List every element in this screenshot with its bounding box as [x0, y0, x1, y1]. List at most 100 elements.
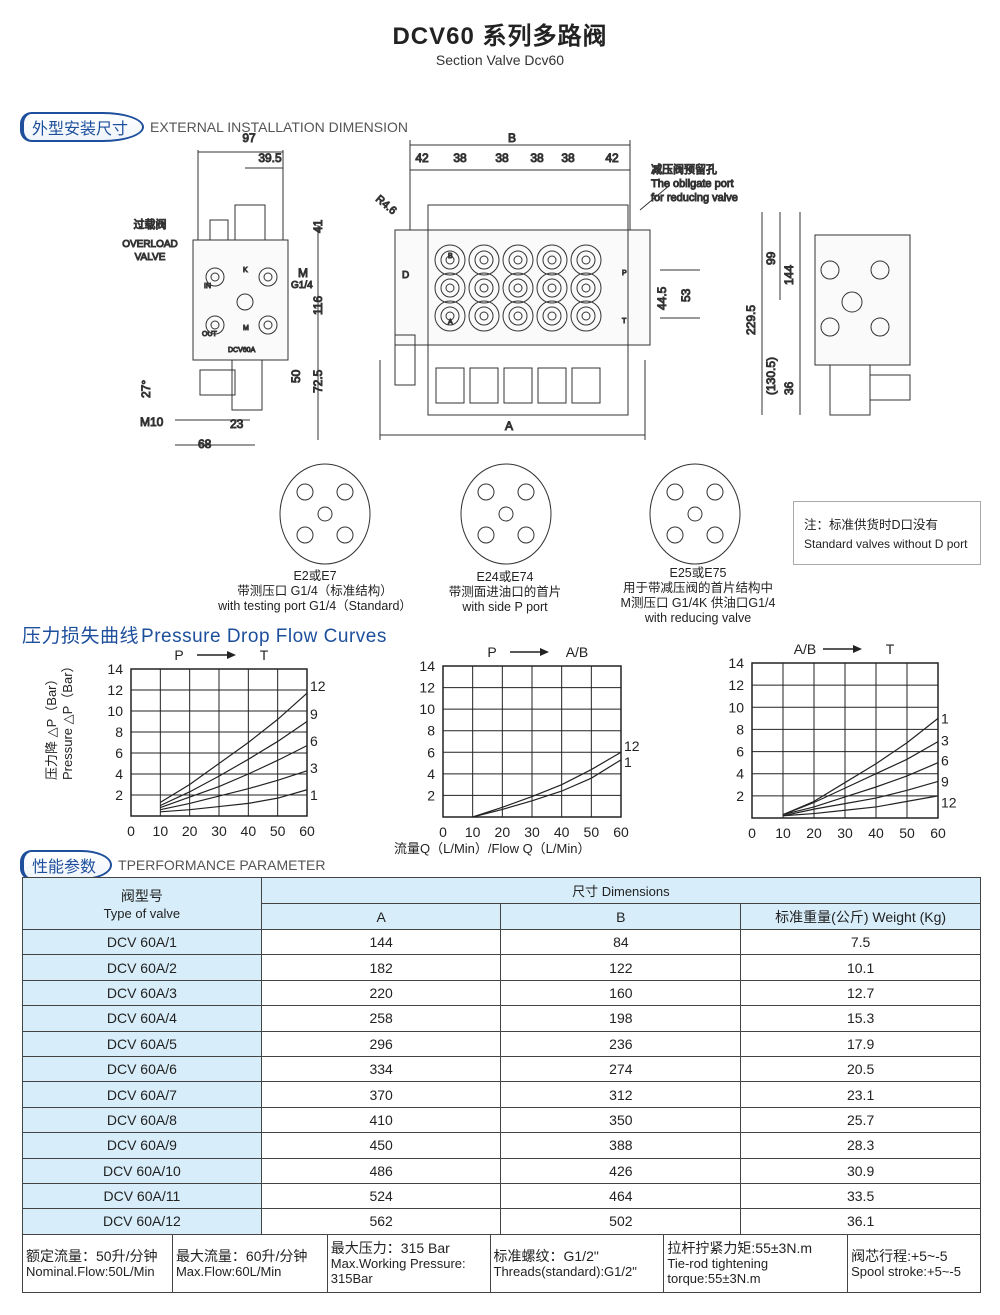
- x-tick-label: 20: [182, 823, 198, 839]
- type-cell: DCV 60A/8: [22, 1106, 262, 1134]
- x-tick-label: 60: [930, 825, 946, 840]
- y-tick-label: 14: [728, 655, 744, 671]
- port-circle: [536, 272, 568, 304]
- series-line-12: [160, 692, 308, 803]
- dim-section-2: 38: [453, 151, 467, 165]
- port-circle: [581, 255, 591, 265]
- spec-en: Tie-rod tightening torque:55±3N.m: [667, 1256, 769, 1286]
- port-circle: [434, 300, 466, 332]
- dim-53: 53: [679, 288, 693, 302]
- port-circle: [508, 278, 528, 298]
- series-line-1: [782, 717, 939, 816]
- performance-label: TPERFORMANCE PARAMETER: [118, 857, 326, 873]
- a-cell: 486: [260, 1157, 502, 1184]
- a-cell: 144: [260, 928, 502, 956]
- variant-e24-diagram: [460, 463, 552, 565]
- end-view: 99 144 229.5 (130.5) 36: [744, 212, 911, 416]
- front-view: B A 42 38 38 38 38 42 R4.6 D 44.5 53 减压阀…: [373, 131, 738, 440]
- spool-cap: [537, 367, 567, 404]
- series-line-6: [160, 745, 308, 809]
- series-label: 12: [310, 678, 326, 694]
- port-circle: [547, 255, 557, 265]
- overload-valve-en2: VALVE: [135, 252, 166, 263]
- port-circle: [468, 272, 500, 304]
- series-label: 6: [310, 733, 318, 749]
- dim-72-5: 72.5: [311, 369, 325, 393]
- series-label: 3: [310, 760, 318, 776]
- variant-diagrams: [279, 463, 741, 565]
- variant-e25-diagram: [649, 463, 741, 565]
- x-tick-label: 40: [554, 824, 570, 840]
- port-d: D: [402, 270, 409, 281]
- type-cell: DCV 60A/10: [22, 1157, 262, 1184]
- dim-r4-6: R4.6: [373, 193, 399, 217]
- weight-cell: 25.7: [740, 1106, 981, 1134]
- series-label: 1: [624, 754, 632, 770]
- variant-cn: 用于带减压阀的首片结构中: [622, 581, 773, 595]
- variant-e2-caption: E2或E7 带测压口 G1/4（标准结构） with testing port …: [190, 569, 440, 614]
- series-line-12: [472, 751, 622, 818]
- dim-section-1: 42: [415, 151, 429, 165]
- variant-code: E24或E74: [476, 570, 534, 584]
- weight-cell: 33.5: [740, 1182, 981, 1210]
- port-m: M: [243, 325, 249, 332]
- series-label: 12: [941, 795, 957, 811]
- side-view: 97 39.5 41 116 50 72.5 27° M10 23 68 M G…: [122, 131, 326, 452]
- port-circle: [542, 278, 562, 298]
- type-cell: DCV 60A/9: [22, 1132, 262, 1159]
- chart-to-label: A/B: [566, 644, 589, 660]
- x-tick-label: 50: [899, 825, 915, 840]
- performance-section-header: 性能参数 TPERFORMANCE PARAMETER: [20, 850, 325, 880]
- a-cell: 524: [260, 1182, 502, 1210]
- variant-cn: 带测面进油口的首片: [448, 585, 562, 599]
- y-tick-label: 8: [427, 723, 435, 739]
- b-cell: 464: [500, 1182, 742, 1210]
- dim-36: 36: [782, 381, 796, 395]
- x-tick-label: 10: [465, 824, 481, 840]
- port-circle: [474, 278, 494, 298]
- y-tick-label: 12: [107, 682, 123, 698]
- spec-cn: 标准螺纹：G1/2": [493, 1247, 599, 1264]
- variant-cn2: M测压口 G1/4K 供油口G1/4: [620, 596, 776, 610]
- series-line-6: [782, 762, 939, 816]
- type-cell: DCV 60A/5: [22, 1030, 262, 1057]
- spec-cn: 阀芯行程:+5~-5: [851, 1247, 948, 1264]
- dim-27-deg: 27°: [139, 380, 153, 398]
- b-cell: 350: [500, 1106, 742, 1134]
- chart-from-label: P: [174, 647, 183, 663]
- installation-drawing: 97 39.5 41 116 50 72.5 27° M10 23 68 M G…: [122, 131, 911, 452]
- type-header-cn: 阀型号: [120, 888, 163, 904]
- port-out: OUT: [202, 331, 218, 338]
- port-circle: [440, 278, 460, 298]
- dim-section-6: 42: [605, 151, 619, 165]
- type-cell: DCV 60A/11: [22, 1182, 262, 1210]
- port-circle: [445, 311, 455, 321]
- a-cell: 410: [260, 1106, 502, 1134]
- overload-valve-cn: 过载阀: [134, 217, 167, 231]
- install-label: EXTERNAL INSTALLATION DIMENSION: [150, 119, 409, 135]
- spool-cap: [435, 367, 465, 404]
- dim-23: 23: [230, 417, 244, 431]
- series-line-1: [472, 759, 622, 818]
- b-cell: 122: [500, 954, 742, 981]
- series-label: 6: [941, 752, 949, 768]
- spec-cn: 额定流量：50升/分钟: [26, 1247, 158, 1264]
- series-line-1: [160, 789, 308, 813]
- dim-229-5: 229.5: [744, 305, 758, 335]
- x-tick-label: 20: [495, 824, 511, 840]
- install-section-header: 外型安装尺寸 EXTERNAL INSTALLATION DIMENSION: [20, 112, 408, 142]
- arrow-head-icon: [227, 651, 236, 659]
- port-t: T: [622, 318, 627, 325]
- dim-116: 116: [311, 296, 325, 315]
- port-circle: [445, 283, 455, 293]
- chart-from-label: P: [487, 644, 496, 660]
- spool-cap: [469, 367, 499, 404]
- stamp-dcv60a: DCV60A: [228, 347, 256, 354]
- weight-cell: 23.1: [740, 1081, 981, 1108]
- port-circle: [581, 283, 591, 293]
- b-cell: 388: [500, 1132, 742, 1159]
